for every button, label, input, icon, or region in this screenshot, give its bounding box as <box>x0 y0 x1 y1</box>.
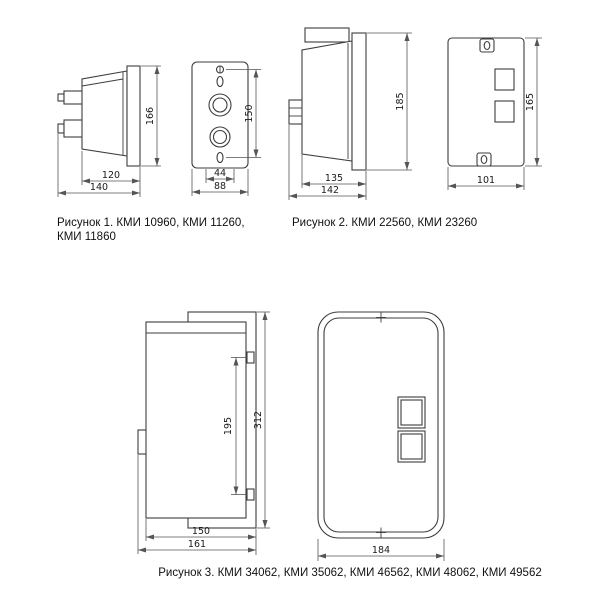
fig1-side-dim-120: 120 <box>81 151 141 197</box>
fig1-front-dim-hole-spacing-label: 44 <box>214 168 226 179</box>
fig2-mount-slot-bottom <box>480 154 488 165</box>
fig3-window-upper-inner <box>400 399 423 426</box>
fig1-coil-circle-inner <box>212 129 228 145</box>
figure1-caption-line1: Рисунок 1. КМИ 10960, КМИ 11260, <box>57 217 245 229</box>
fig2-terminal <box>288 99 304 125</box>
fig3-side-dim-150: 150 <box>145 519 257 555</box>
fig2-side-dim-height-label: 185 <box>395 92 406 110</box>
fig2-side-dim-width-outer-label: 142 <box>321 185 339 196</box>
fig2-mounting-plate <box>351 32 367 171</box>
fig2-window-lower <box>494 100 515 123</box>
fig1-mount-slot-bottom <box>216 151 224 164</box>
fig1-front-dim-44: 44 <box>205 168 235 183</box>
fig1-terminal-lower <box>63 119 84 138</box>
fig2-front-dim-height-label: 165 <box>525 93 536 111</box>
fig3-screw-cross-bottom <box>376 527 386 538</box>
fig1-side-dim-height-label: 166 <box>145 107 156 125</box>
fig3-side-dim-width-inner-label: 150 <box>192 526 210 537</box>
figure2-caption: Рисунок 2. КМИ 22560, КМИ 23260 <box>292 216 477 230</box>
figure1-side-view: 166 120 140 <box>57 65 161 197</box>
fig2-mount-slot-top <box>483 40 491 51</box>
fig3-side-dim-width-outer-label: 161 <box>188 539 206 550</box>
fig2-side-dim-width-inner-label: 135 <box>325 173 343 184</box>
fig3-window-lower-outer <box>397 430 426 463</box>
fig3-front-dim-184: 184 <box>317 539 445 561</box>
fig1-coil-circle-outer <box>209 126 231 148</box>
fig1-contact-circle-outer <box>208 93 232 117</box>
figure1-caption: Рисунок 1. КМИ 10960, КМИ 11260, КМИ 118… <box>57 216 245 244</box>
fig1-side-dim-width-outer-label: 140 <box>90 182 108 193</box>
fig2-side-dim-142: 142 <box>288 125 366 200</box>
fig1-front-body <box>191 61 249 169</box>
fig2-front-dim-101: 101 <box>447 167 525 190</box>
fig3-window-upper-outer <box>397 396 426 429</box>
figure3-side-view: 195 312 150 161 <box>137 311 270 555</box>
fig2-side-dim-135: 135 <box>301 155 367 200</box>
fig1-front-dim-88: 88 <box>191 169 249 196</box>
fig3-side-dim-312: 312 <box>253 311 270 529</box>
fig1-contact-circle-inner <box>212 97 228 113</box>
figure2-side-view: 185 135 142 <box>288 27 412 200</box>
fig1-mount-slot-top <box>216 75 224 88</box>
fig3-side-dim-195: 195 <box>223 357 247 495</box>
fig2-window-upper <box>494 68 515 91</box>
fig1-terminal-step-lower <box>57 123 65 134</box>
figure1-caption-line2: КМИ 11860 <box>57 231 116 243</box>
figure3-caption-text: Рисунок 3. КМИ 34062, КМИ 35062, КМИ 465… <box>158 567 542 579</box>
fig1-front-dim-150: 150 <box>226 69 261 158</box>
fig2-mount-tab-bottom <box>476 152 492 167</box>
figure3-front-view: 184 <box>317 311 445 561</box>
fig3-side-dim-hole-spacing-label: 195 <box>223 417 234 435</box>
fig2-top-cap <box>304 27 350 43</box>
fig2-front-dim-width-label: 101 <box>477 175 495 186</box>
fig1-side-dim-width-inner-label: 120 <box>102 170 120 181</box>
fig3-window-lower-inner <box>400 433 423 460</box>
fig1-mounting-plate <box>126 65 141 167</box>
fig1-side-dim-140: 140 <box>57 134 140 197</box>
fig1-terminal-upper <box>63 90 84 105</box>
fig3-front-dim-width-label: 184 <box>372 545 390 556</box>
fig1-side-body <box>81 70 128 157</box>
fig3-screw-cross-top <box>376 312 386 323</box>
figure1-front-view: 150 44 88 <box>191 61 261 196</box>
fig2-side-dim-185: 185 <box>367 32 412 171</box>
fig2-mount-tab-top <box>479 38 495 53</box>
fig3-side-dim-161: 161 <box>137 455 256 554</box>
fig1-side-dim-166: 166 <box>141 65 161 167</box>
figure3-caption: Рисунок 3. КМИ 34062, КМИ 35062, КМИ 465… <box>100 566 600 580</box>
fig1-cover-seam <box>81 78 124 87</box>
fig3-side-dim-height-label: 312 <box>253 411 264 429</box>
fig3-front-body-outer <box>317 311 445 539</box>
fig3-side-body <box>145 321 247 519</box>
fig2-front-body <box>447 37 525 167</box>
fig1-front-dim-width-label: 88 <box>214 181 226 192</box>
fig2-side-body <box>301 40 353 162</box>
figure2-front-view: 165 101 <box>447 37 542 190</box>
fig2-front-dim-165: 165 <box>525 37 542 167</box>
fig1-front-dim-height-label: 150 <box>244 104 255 122</box>
figure2-caption-text: Рисунок 2. КМИ 22560, КМИ 23260 <box>292 217 478 229</box>
fig1-terminal-step-upper <box>57 93 65 102</box>
